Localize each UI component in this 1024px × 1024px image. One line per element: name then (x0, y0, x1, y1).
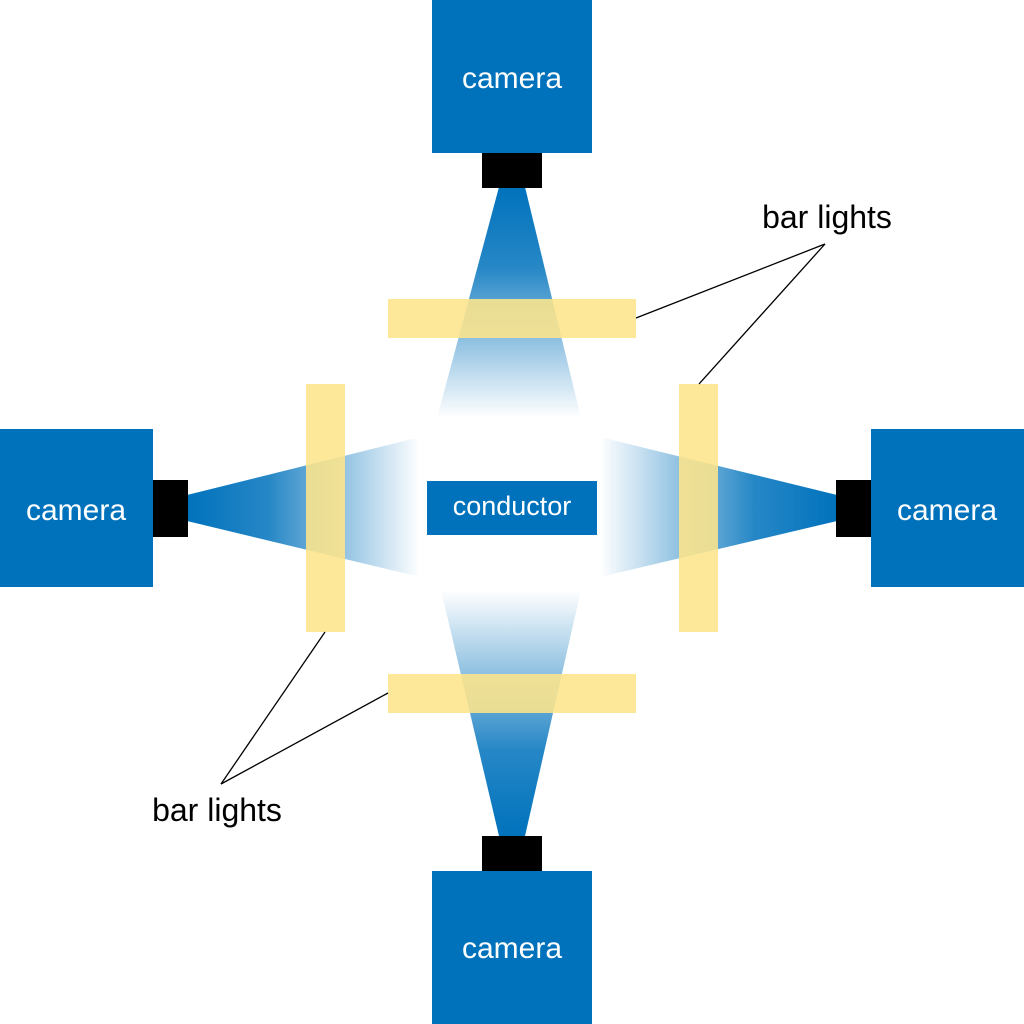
camera-top: camera (432, 0, 592, 188)
leader-line-to-top-bar (635, 243, 826, 319)
callout-upper-right: bar lights (635, 199, 892, 385)
camera-right-label: camera (897, 494, 997, 527)
camera-bottom-label: camera (462, 932, 562, 965)
leader-line-to-right-bar (698, 243, 826, 385)
bar-light-bottom (388, 674, 636, 713)
callout-lower-left: bar lights (152, 631, 389, 828)
callout-lower-left-label: bar lights (152, 792, 282, 828)
camera-top-label: camera (462, 62, 562, 95)
bar-light-left (306, 384, 345, 632)
camera-right-body (871, 429, 1024, 587)
camera-left-lens (153, 480, 188, 537)
leader-line-to-bottom-bar (220, 692, 389, 785)
conductor: conductor (427, 481, 597, 535)
beam-right (600, 437, 837, 577)
camera-bottom-lens (482, 836, 542, 871)
camera-right: camera (836, 429, 1024, 587)
beam-left (187, 437, 420, 577)
bar-light-right (679, 384, 718, 632)
bar-light-top (388, 299, 636, 338)
camera-left-body (0, 429, 153, 587)
camera-bottom: camera (432, 836, 592, 1024)
callout-upper-right-label: bar lights (762, 199, 892, 235)
leader-line-to-left-bar (220, 631, 326, 785)
camera-top-lens (482, 153, 542, 188)
camera-left-label: camera (26, 494, 126, 527)
conductor-label: conductor (453, 491, 572, 521)
conductor-box (427, 481, 597, 535)
camera-left: camera (0, 429, 188, 587)
camera-right-lens (836, 480, 871, 537)
camera-top-body (432, 0, 592, 153)
camera-bottom-body (432, 871, 592, 1024)
